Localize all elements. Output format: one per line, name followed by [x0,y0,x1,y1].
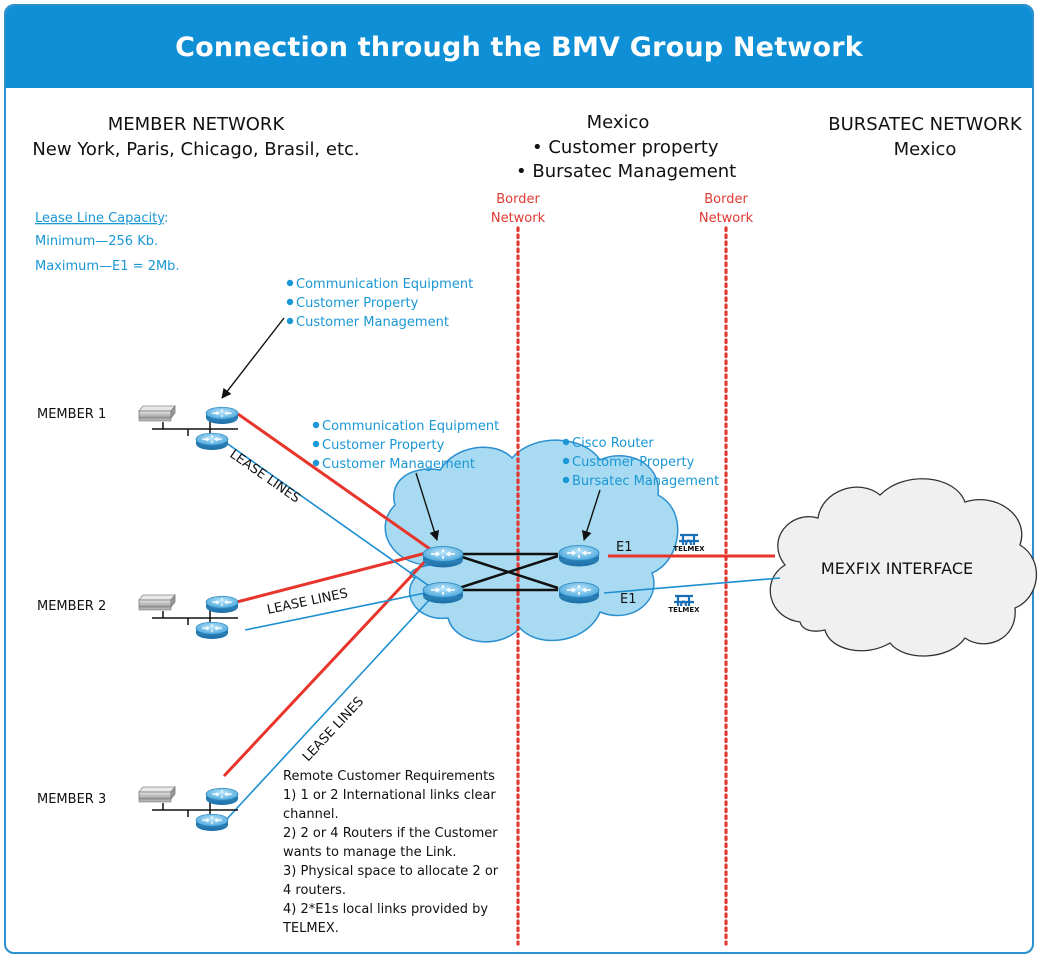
svg-text:Customer Property: Customer Property [322,438,445,453]
svg-text:Customer Property: Customer Property [296,296,419,311]
bursatec-country: Mexico [894,139,957,160]
e1-label-bottom: E1 [620,592,637,607]
svg-text:Communication Equipment: Communication Equipment [296,277,473,292]
note-member-equipment: Communication Equipment Customer Propert… [286,277,473,330]
lease-lines-label-1: LEASE LINES [227,447,303,506]
border-label-2-line2: Network [699,211,754,226]
arrow-to-cisco-router [581,489,601,541]
e1-label-top: E1 [616,540,633,555]
border-label-1-line2: Network [491,211,546,226]
member-network-header: MEMBER NETWORK New York, Paris, Chicago,… [32,114,359,160]
member3-label: MEMBER 3 [37,792,106,807]
svg-text:TELMEX.: TELMEX. [282,921,339,936]
member2-label: MEMBER 2 [37,599,106,614]
member2-router2-icon [195,621,229,640]
member1-router2-icon [195,432,229,451]
lease-lines-blue [224,441,781,821]
svg-text:TELMEX: TELMEX [673,545,705,553]
core-router-left-top-icon [422,545,464,569]
member3-router2-icon [195,813,229,832]
svg-text:Customer Property: Customer Property [572,455,695,470]
telmex-logo-top: TELMEX [673,533,705,553]
svg-text:3) Physical space to allocate: 3) Physical space to allocate 2 or [283,864,499,879]
border-label-1-line1: Border [496,192,540,207]
member-network-cities: New York, Paris, Chicago, Brasil, etc. [32,139,359,160]
svg-text:2) 2 or 4 Routers if the Custo: 2) 2 or 4 Routers if the Customer [283,826,498,841]
capacity-minimum: Minimum—256 Kb. [35,234,158,249]
svg-text:TELMEX: TELMEX [668,606,700,614]
diagram-title: Connection through the BMV Group Network [175,31,863,63]
core-router-right-bottom-icon [558,581,600,605]
bursatec-header: BURSATEC NETWORK Mexico [828,114,1023,160]
note-cisco-router: Cisco Router Customer Property Bursatec … [562,436,719,489]
bursatec-title: BURSATEC NETWORK [828,114,1023,135]
mexfix-cloud [769,478,1037,657]
member1-label: MEMBER 1 [37,407,106,422]
svg-text:4 routers.: 4 routers. [283,883,346,898]
mexico-title: Mexico [587,112,650,133]
mexico-bullet-customer: • Customer property [532,137,719,158]
border-label-2-line1: Border [704,192,748,207]
mexfix-label: MEXFIX INTERFACE [821,559,973,578]
mexico-bullet-bursatec: • Bursatec Management [516,161,736,182]
svg-text:Lease Line Capacity:: Lease Line Capacity: [35,211,168,226]
svg-text:Communication Equipment: Communication Equipment [322,419,499,434]
capacity-maximum: Maximum—E1 = 2Mb. [35,259,180,274]
svg-text:4) 2*E1s local links provided: 4) 2*E1s local links provided by [283,902,488,917]
member3-router-icon [205,787,239,806]
core-links [458,552,559,592]
requirements-heading: Remote Customer Requirements [283,769,495,784]
svg-text:Customer Management: Customer Management [322,457,475,472]
member1-server-icon [138,405,176,422]
svg-text:1) 1 or 2 International links: 1) 1 or 2 International links clear [283,788,496,803]
member1-router-icon [205,406,239,425]
svg-text:Cisco Router: Cisco Router [572,436,654,451]
lease-lines-red [222,412,775,778]
arrow-to-member1-router [221,317,285,399]
svg-text:Customer Management: Customer Management [296,315,449,330]
capacity-heading: Lease Line Capacity [35,211,165,226]
telmex-logo-bottom: TELMEX [668,594,700,614]
mexico-header: Mexico • Customer property • Bursatec Ma… [516,112,736,182]
svg-text:Bursatec Management: Bursatec Management [572,474,719,489]
core-router-left-bottom-icon [422,581,464,605]
title-bar: Connection through the BMV Group Network [6,6,1032,88]
arrow-to-core-router [415,472,440,541]
member-network-title: MEMBER NETWORK [108,114,286,135]
svg-text:channel.: channel. [283,807,339,822]
capacity-colon: : [164,211,168,226]
lease-capacity-note: Lease Line Capacity: Minimum—256 Kb. Max… [35,211,180,274]
remote-requirements: Remote Customer Requirements 1) 1 or 2 I… [282,769,499,936]
member3-server-icon [138,786,176,803]
member2-router-icon [205,595,239,614]
member2-server-icon [138,594,176,611]
core-router-right-top-icon [558,544,600,568]
svg-text:wants to manage the Link.: wants to manage the Link. [283,845,456,860]
member-lan-lines [152,421,238,817]
note-core-equipment: Communication Equipment Customer Propert… [312,419,499,472]
